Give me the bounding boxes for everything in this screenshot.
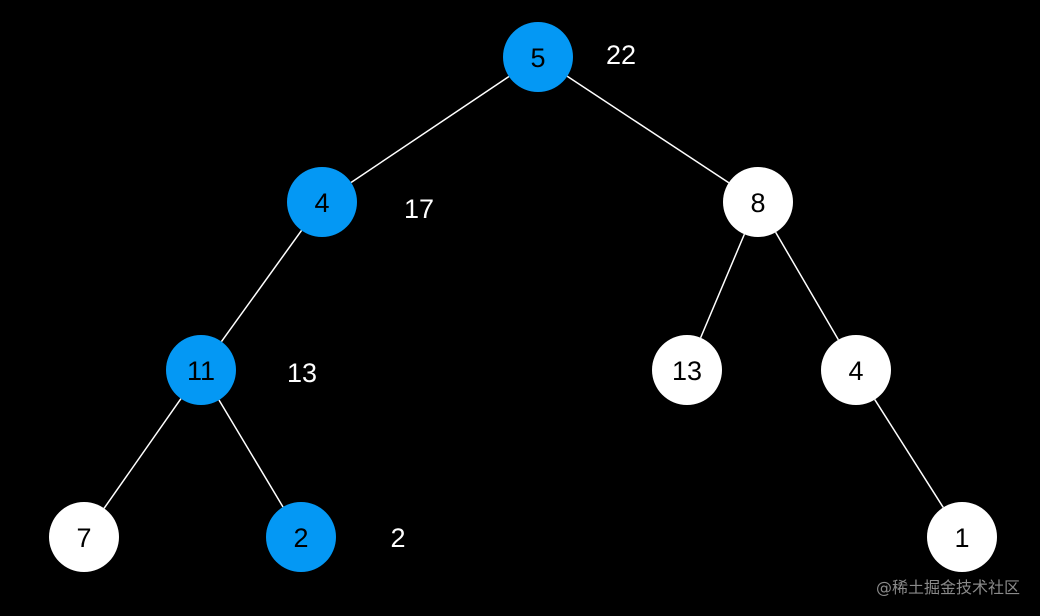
node-circle <box>927 502 997 572</box>
node-value: 8 <box>750 188 765 218</box>
edge-ll-lll <box>103 398 182 509</box>
tree-node-rl: 13 <box>652 335 722 405</box>
node-value: 1 <box>954 523 969 553</box>
node-value: 4 <box>848 356 863 386</box>
tree-node-l: 4 <box>287 167 357 237</box>
tree-node-root: 5 <box>503 22 573 92</box>
node-value: 7 <box>76 523 91 553</box>
node-value: 13 <box>672 356 702 386</box>
path-node-circle <box>166 335 236 405</box>
edge-r-rr <box>774 231 840 341</box>
running-sum-label: 22 <box>606 40 636 70</box>
tree-node-rr: 4 <box>821 335 891 405</box>
node-value: 4 <box>314 188 329 218</box>
node-value: 5 <box>530 43 545 73</box>
edge-r-rl <box>699 233 746 339</box>
node-value: 11 <box>187 356 215 386</box>
tree-node-r: 8 <box>723 167 793 237</box>
node-circle <box>652 335 722 405</box>
tree-node-llr: 2 <box>266 502 336 572</box>
node-circle <box>49 502 119 572</box>
tree-node-ll: 11 <box>166 335 236 405</box>
path-node-circle <box>287 167 357 237</box>
running-sum-label: 13 <box>287 358 317 388</box>
tree-node-rrr: 1 <box>927 502 997 572</box>
path-node-circle <box>266 502 336 572</box>
running-sum-label: 2 <box>390 523 405 553</box>
tree-node-lll: 7 <box>49 502 119 572</box>
running-sum-label: 17 <box>404 194 434 224</box>
edge-l-ll <box>220 229 303 343</box>
edge-root-r <box>566 75 730 184</box>
edge-rr-rrr <box>874 399 944 508</box>
node-value: 2 <box>293 523 308 553</box>
path-node-circle <box>503 22 573 92</box>
watermark: @稀土掘金技术社区 <box>875 578 1020 597</box>
node-circle <box>821 335 891 405</box>
edge-root-l <box>350 75 510 184</box>
node-circle <box>723 167 793 237</box>
edge-ll-llr <box>218 399 284 508</box>
